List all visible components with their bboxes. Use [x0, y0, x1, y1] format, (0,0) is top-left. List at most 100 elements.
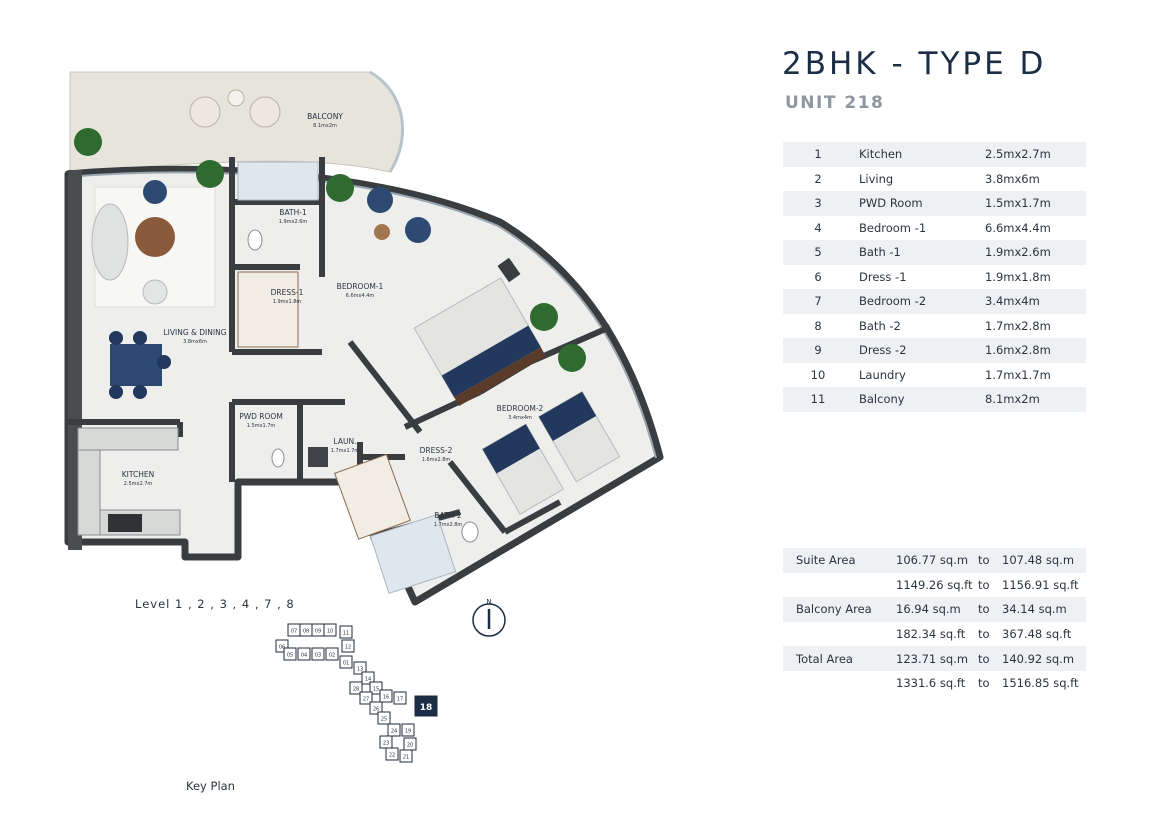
toilet-icon	[461, 521, 479, 543]
key-plan-unit	[393, 691, 407, 705]
kitchen-counter	[77, 427, 179, 451]
area-to: to	[978, 646, 1002, 671]
area-value: 140.92 sq.m	[1002, 646, 1086, 671]
unit-number: UNIT 218	[785, 93, 885, 113]
room-size: 1.9mx1.8m	[985, 269, 1051, 284]
plan-dim-dress1: 1.9mx1.8m	[273, 299, 302, 305]
area-value: 182.34 sq.ft	[896, 627, 966, 642]
key-plan-unit	[353, 661, 367, 675]
key-plan-unit-label: 15	[373, 687, 379, 693]
key-plan-unit-label: 16	[383, 695, 389, 701]
key-plan-unit-label: 05	[287, 653, 293, 659]
room-size: 1.5mx1.7m	[985, 191, 1086, 216]
plan-dim-laundry: 1.7mx1.7m	[331, 448, 360, 454]
bed-blanket	[441, 325, 541, 398]
bedroom-chair-icon	[367, 187, 393, 213]
room-number: 11	[783, 387, 859, 412]
room-number: 1	[783, 142, 859, 167]
room-size: 2.5mx2.7m	[985, 142, 1086, 167]
toilet-icon	[247, 229, 263, 251]
side-table-icon	[374, 224, 390, 240]
room-name: Kitchen	[859, 142, 985, 167]
key-plan-unit-label: 09	[315, 629, 321, 635]
north-compass-icon: N	[472, 598, 506, 637]
balcony-chair-icon	[249, 96, 281, 128]
key-plan-label: Key Plan	[186, 779, 235, 793]
key-plan-unit-label: 21	[403, 755, 409, 761]
area-value: 1149.26 sq.ft	[896, 577, 973, 592]
key-plan-unit	[349, 681, 363, 695]
bed-headboard	[454, 347, 546, 406]
compass-letter: N	[486, 598, 491, 606]
plan-label-dress2: DRESS-2	[420, 446, 453, 455]
table-row: Balcony Area 16.94 sq.m to 34.14 sq.m	[783, 597, 1086, 622]
plan-label-balcony: BALCONY	[307, 112, 343, 121]
dining-chair-icon	[157, 355, 171, 369]
balcony-table-icon	[227, 89, 245, 107]
room-name: Bath -2	[859, 318, 901, 333]
kitchen-counter	[77, 449, 101, 536]
plant-icon	[74, 128, 102, 156]
area-value: 1156.91 sq.ft	[1002, 577, 1079, 592]
key-plan-unit-label: 02	[329, 653, 335, 659]
key-plan-unit	[385, 747, 399, 761]
room-size: 6.6mx4.4m	[985, 220, 1051, 235]
key-plan-unit	[297, 647, 311, 661]
key-plan-unit-label: 12	[345, 645, 351, 651]
room-name: Bath -1	[859, 240, 985, 265]
plan-dim-pwd: 1.5mx1.7m	[247, 423, 276, 429]
dining-chair-icon	[133, 385, 147, 399]
key-plan-unit	[401, 723, 415, 737]
plan-label-dress1: DRESS-1	[271, 288, 304, 297]
plan-label-bedroom1: BEDROOM-1	[337, 282, 384, 291]
key-plan-unit-label: 06	[279, 645, 285, 651]
key-plan-unit-label: 04	[301, 653, 307, 659]
key-plan-unit-label: 07	[291, 629, 297, 635]
area-value: 1331.6 sq.ft	[896, 676, 966, 691]
plan-dim-bath2: 1.7mx2.8m	[434, 522, 463, 528]
table-row: 182.34 sq.ft to 367.48 sq.ft	[783, 622, 1086, 647]
area-value: 123.71 sq.m	[896, 646, 978, 671]
room-name: Balcony	[859, 387, 985, 412]
plan-label-living: LIVING & DINING	[163, 328, 226, 337]
plan-label-kitchen: KITCHEN	[122, 470, 155, 479]
room-name: Dress -1	[859, 269, 907, 284]
key-plan-unit	[283, 647, 297, 661]
dining-chair-icon	[109, 385, 123, 399]
dining-table-icon	[110, 344, 162, 386]
armchair-icon	[142, 279, 168, 305]
armchair-icon	[143, 180, 167, 204]
area-value: 367.48 sq.ft	[1002, 627, 1072, 642]
room-number: 7	[783, 289, 859, 314]
wardrobe	[334, 453, 411, 540]
balcony-rail	[369, 70, 404, 173]
key-plan-unit	[323, 623, 337, 637]
key-plan-unit	[379, 689, 393, 703]
key-plan-unit-label: 08	[303, 629, 309, 635]
room-number: 4	[814, 220, 822, 235]
plan-label-bedroom2: BEDROOM-2	[497, 404, 544, 413]
balcony-deck	[69, 71, 403, 173]
plan-label-bath2: BATH-2	[434, 511, 462, 520]
room-number: 5	[783, 240, 859, 265]
wardrobe	[237, 271, 299, 348]
key-plan-unit	[369, 681, 383, 695]
room-number: 3	[783, 191, 859, 216]
plant-icon	[196, 160, 224, 188]
room-number: 10	[810, 367, 826, 382]
shower-area	[237, 161, 319, 201]
key-plan-unit	[377, 711, 391, 725]
key-plan-unit-label: 27	[363, 697, 369, 703]
plan-dim-balcony: 8.1mx2m	[313, 123, 337, 129]
bed-blanket	[538, 391, 597, 441]
plan-label-pwd: PWD ROOM	[239, 412, 283, 421]
key-plan-unit-label: 23	[383, 741, 389, 747]
area-to: to	[978, 627, 990, 642]
table-row: 1331.6 sq.ft to 1516.85 sq.ft	[783, 671, 1086, 696]
key-plan-unit-label: 03	[315, 653, 321, 659]
plan-dim-living: 3.8mx6m	[183, 339, 207, 345]
room-number: 6	[814, 269, 822, 284]
